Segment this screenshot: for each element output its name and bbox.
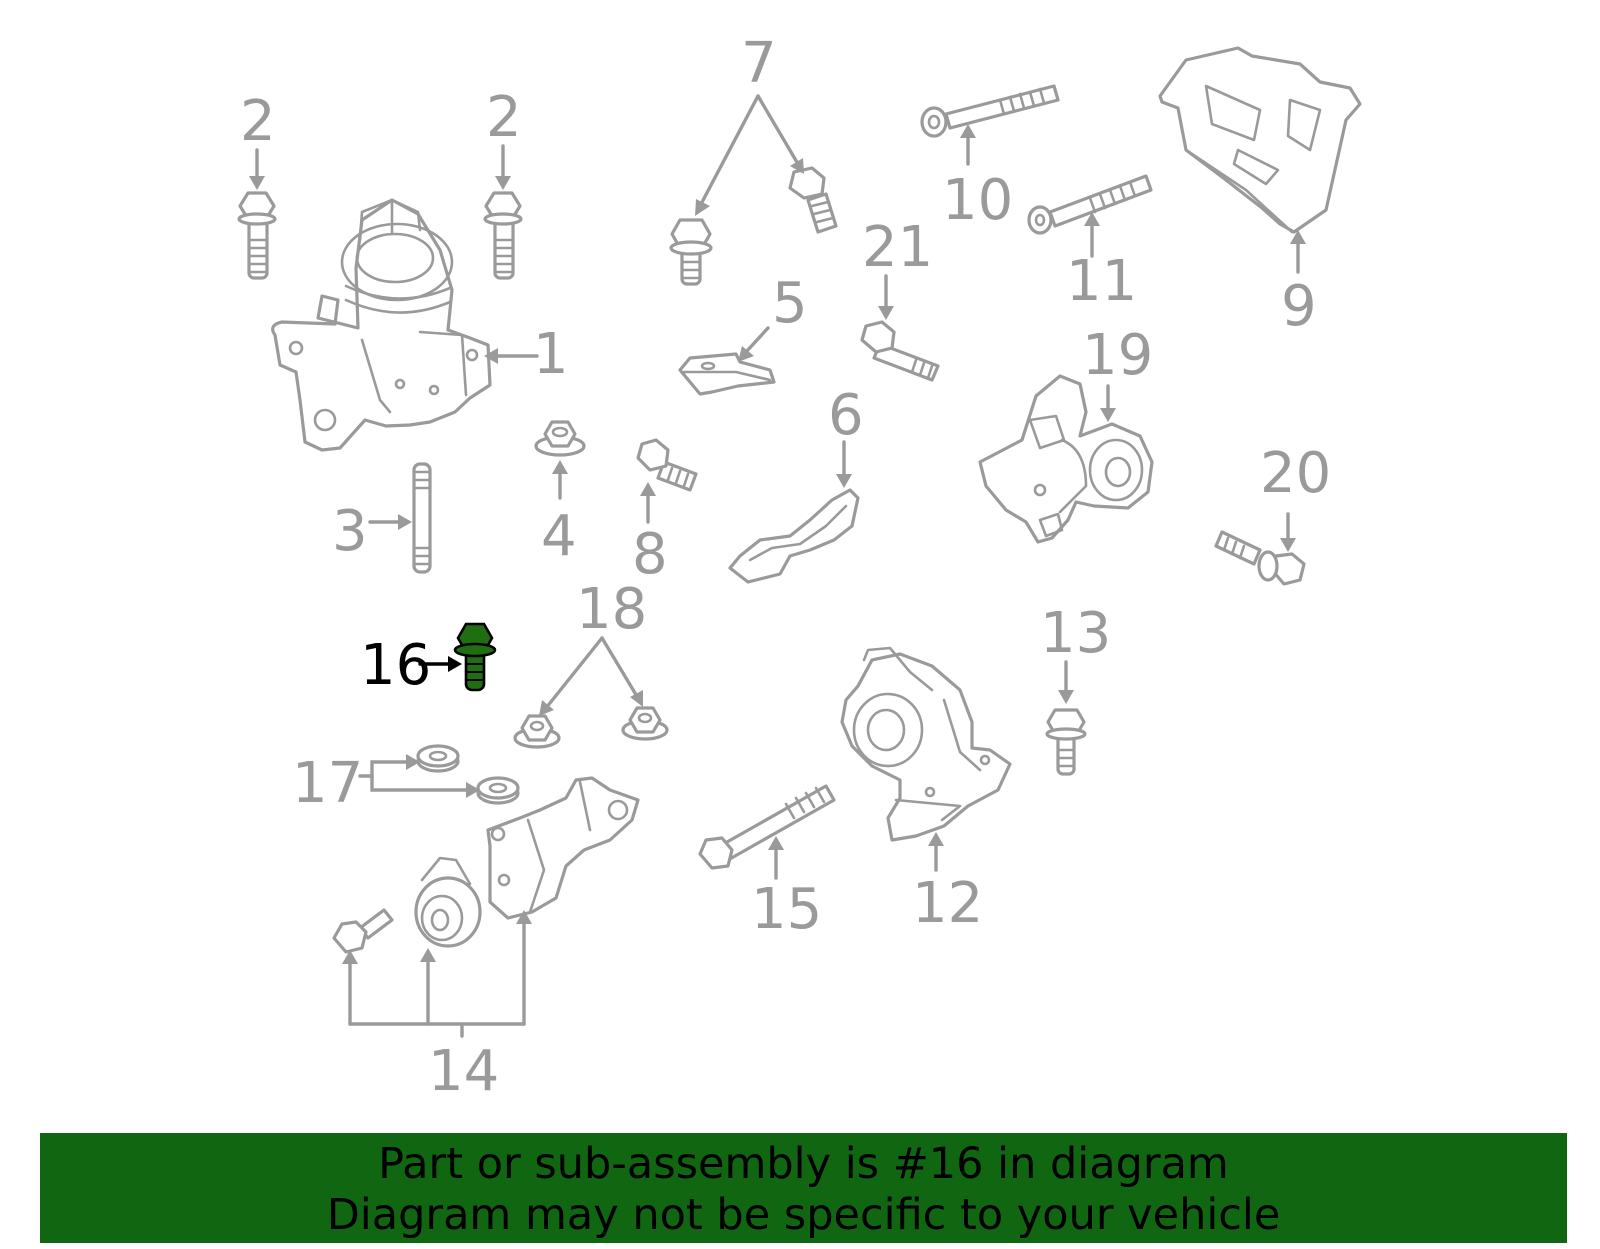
callout-6: 6 [828, 383, 864, 448]
banner-line-2: Diagram may not be specific to your vehi… [326, 1190, 1281, 1240]
part-17-washer-lower[interactable] [476, 776, 520, 805]
part-15-long-bolt[interactable] [698, 784, 836, 870]
part-18-nut-right[interactable] [621, 706, 669, 741]
callout-21: 21 [862, 215, 933, 280]
part-7-bolt-left[interactable] [669, 218, 713, 286]
part-8-bolt[interactable] [636, 438, 698, 492]
part-14-bolt[interactable] [332, 908, 394, 954]
part-10-long-bolt[interactable] [920, 84, 1060, 138]
part-4-nut[interactable] [534, 420, 586, 457]
callout-9: 9 [1281, 274, 1317, 339]
callout-19: 19 [1082, 323, 1153, 388]
part-9-bracket[interactable] [1158, 46, 1362, 234]
part-17-washer-upper[interactable] [416, 744, 460, 773]
callout-7: 7 [741, 31, 777, 96]
callout-4: 4 [541, 504, 577, 569]
part-11-long-bolt[interactable] [1027, 174, 1153, 235]
part-19-trans-mount[interactable] [978, 374, 1154, 544]
callout-18: 18 [576, 577, 647, 642]
callout-3: 3 [332, 499, 368, 564]
part-14-bracket[interactable] [486, 776, 640, 920]
callout-2-left: 2 [240, 89, 276, 154]
callout-13: 13 [1040, 601, 1111, 666]
callout-8: 8 [632, 522, 668, 587]
part-6-shield[interactable] [728, 488, 860, 584]
part-2-bolt-left[interactable] [237, 191, 277, 280]
callout-10: 10 [942, 168, 1013, 233]
callout-16: 16 [360, 633, 431, 698]
callout-20: 20 [1260, 441, 1331, 506]
callout-12: 12 [912, 871, 983, 936]
info-banner: Part or sub-assembly is #16 in diagram D… [40, 1133, 1567, 1243]
part-2-bolt-right[interactable] [483, 191, 523, 280]
part-5-bracket[interactable] [678, 352, 776, 396]
part-21-bolt[interactable] [860, 320, 940, 382]
banner-line-1: Part or sub-assembly is #16 in diagram [378, 1139, 1229, 1189]
callout-11: 11 [1066, 249, 1137, 314]
callout-1: 1 [533, 322, 569, 387]
part-16-bolt-highlighted[interactable] [453, 622, 497, 692]
callout-2-right: 2 [486, 85, 522, 150]
part-14-bushing[interactable] [414, 856, 482, 948]
part-1-engine-mount[interactable] [271, 198, 492, 452]
part-7-bolt-right[interactable] [788, 166, 838, 234]
part-12-rear-mount[interactable] [840, 646, 1012, 842]
part-18-nut-left[interactable] [513, 714, 561, 749]
callout-15: 15 [751, 877, 822, 942]
callout-17: 17 [292, 751, 363, 816]
part-20-bolt[interactable] [1214, 530, 1306, 586]
part-13-bolt[interactable] [1045, 708, 1087, 776]
callout-5: 5 [772, 271, 808, 336]
callout-14: 14 [428, 1039, 499, 1104]
part-3-stud[interactable] [412, 462, 432, 574]
